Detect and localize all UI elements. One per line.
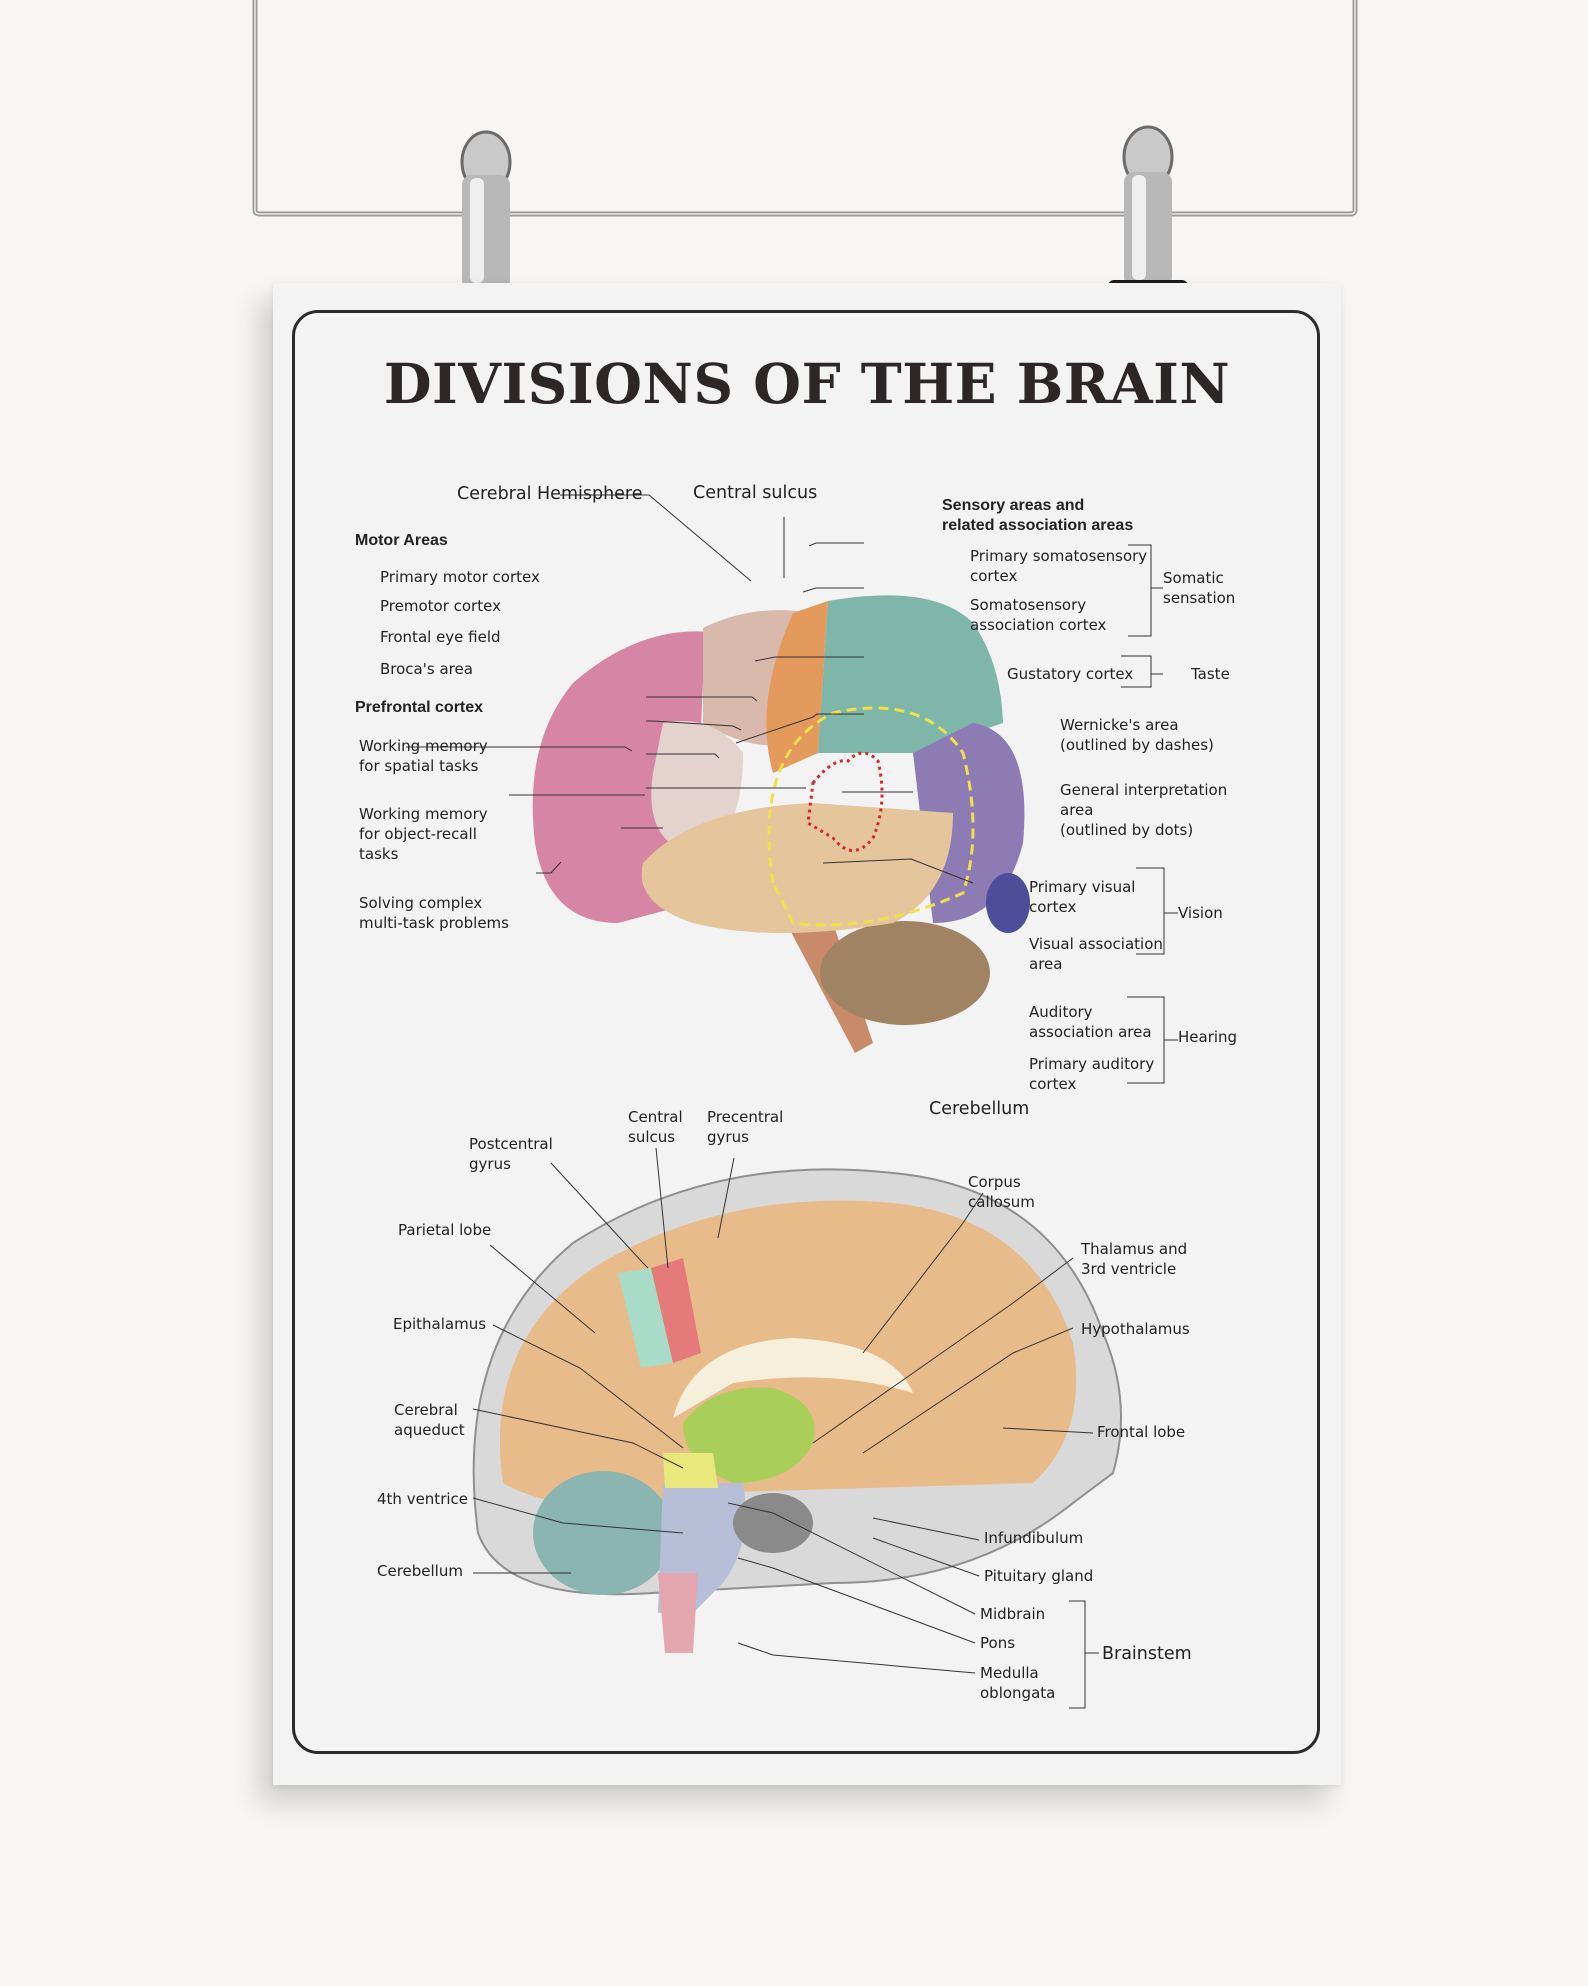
label-working-memory-spatial: Working memory for spatial tasks [359, 737, 488, 775]
label-parietal-lobe: Parietal lobe [398, 1221, 492, 1239]
label-precentral-gyrus: Precentral gyrus [707, 1108, 784, 1146]
poster: DIVISIONS OF THE BRAIN [273, 283, 1341, 1785]
label-brainstem: Brainstem [1102, 1644, 1192, 1664]
lateral-primary-visual [986, 873, 1030, 933]
sagittal-corpus-callosum [673, 1338, 913, 1418]
label-premotor-cortex: Premotor cortex [380, 597, 501, 615]
label-fourth-ventricle: 4th ventrice [377, 1490, 469, 1508]
label-gustatory-cortex: Gustatory cortex [1007, 665, 1134, 683]
general-interpretation-outline [806, 751, 884, 852]
label-cerebellum-lateral: Cerebellum [929, 1099, 1030, 1119]
label-solving-complex: Solving complex multi-task problems [359, 894, 509, 932]
sagittal-pituitary [733, 1493, 813, 1553]
label-central-sulcus-lateral: Central sulcus [693, 483, 818, 503]
sagittal-brain-illustration [472, 1168, 1122, 1653]
label-somatosensory-association: Somatosensory association cortex [970, 596, 1107, 634]
sensory-group-brackets [1121, 544, 1178, 1084]
label-frontal-eye-field: Frontal eye field [380, 628, 501, 646]
label-postcentral-gyrus: Postcentral gyrus [469, 1135, 553, 1173]
label-wernickes-area: Wernicke's area (outlined by dashes) [1060, 716, 1214, 754]
label-cerebellum-sagittal: Cerebellum [377, 1562, 463, 1580]
label-corpus-callosum: Corpus callosum [968, 1173, 1035, 1211]
hanger-wire-highlight [254, 0, 1356, 215]
hanger-wire [252, 0, 1358, 217]
label-epithalamus: Epithalamus [393, 1315, 487, 1333]
label-primary-somatosensory: Primary somatosensory cortex [970, 547, 1148, 585]
label-frontal-lobe: Frontal lobe [1097, 1423, 1186, 1441]
sagittal-cerebellum [533, 1471, 673, 1595]
poster-border [292, 310, 1320, 1754]
label-infundibulum: Infundibulum [984, 1529, 1084, 1547]
label-visual-association: Visual association area [1029, 935, 1163, 973]
sagittal-leader-lines [472, 1147, 1099, 1709]
label-primary-visual: Primary visual cortex [1029, 878, 1136, 916]
label-thalamus: Thalamus and 3rd ventricle [1081, 1240, 1188, 1278]
label-sensory-areas: Sensory areas and related association ar… [942, 497, 1134, 534]
sagittal-postcentral-gyrus [618, 1268, 673, 1368]
label-auditory-association: Auditory association area [1029, 1003, 1152, 1041]
lateral-leader-lines [406, 494, 974, 884]
label-pons: Pons [980, 1634, 1016, 1652]
label-somatic-sensation: Somatic sensation [1163, 569, 1236, 607]
lateral-cerebellum [820, 921, 990, 1025]
label-prefrontal-cortex: Prefrontal cortex [355, 699, 484, 716]
label-working-memory-object: Working memory for object-recall tasks [359, 805, 488, 863]
label-motor-areas: Motor Areas [355, 532, 448, 549]
label-cerebral-hemisphere: Cerebral Hemisphere [457, 484, 643, 504]
label-cerebral-aqueduct: Cerebral aqueduct [394, 1401, 465, 1439]
lateral-parietal-lobe [818, 595, 1003, 753]
label-brocas-area: Broca's area [380, 660, 473, 678]
sagittal-medulla [658, 1573, 698, 1653]
lateral-temporal-lobe [641, 803, 953, 933]
label-midbrain: Midbrain [980, 1605, 1046, 1623]
label-hearing: Hearing [1178, 1028, 1238, 1046]
label-hypothalamus: Hypothalamus [1081, 1320, 1190, 1338]
label-central-sulcus-sagittal: Central sulcus [628, 1108, 683, 1146]
label-vision: Vision [1178, 904, 1223, 922]
label-general-interpretation: General interpretation area (outlined by… [1060, 781, 1228, 839]
sagittal-precentral-gyrus [651, 1258, 701, 1363]
label-primary-auditory: Primary auditory cortex [1029, 1055, 1155, 1093]
wernickes-area-outline [767, 706, 975, 927]
sagittal-midbrain [663, 1453, 718, 1488]
label-primary-motor-cortex: Primary motor cortex [380, 568, 540, 586]
label-medulla: Medulla oblongata [980, 1664, 1056, 1702]
lateral-motor-cortex [766, 601, 828, 773]
sagittal-thalamus [683, 1387, 815, 1483]
label-taste: Taste [1191, 665, 1230, 683]
poster-title: DIVISIONS OF THE BRAIN [383, 351, 1231, 416]
brain-illustrations [406, 494, 1178, 1653]
label-pituitary-gland: Pituitary gland [984, 1567, 1094, 1585]
